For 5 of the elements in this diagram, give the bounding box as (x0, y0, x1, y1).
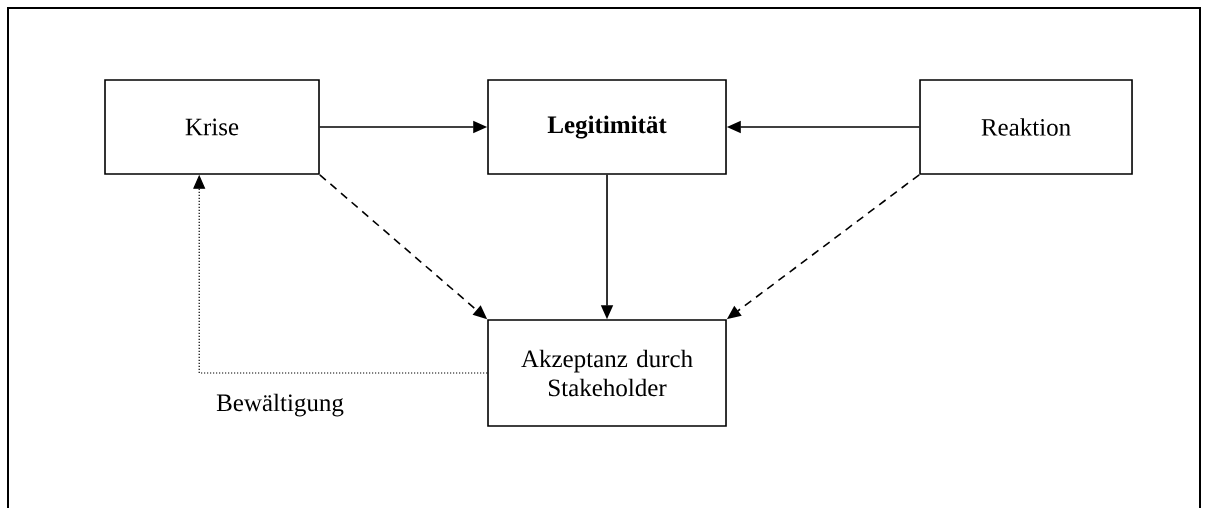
process-box: Krise (104, 79, 320, 175)
process-box: Akzeptanz durch Stakeholder (487, 319, 727, 427)
process-box: Legitimität (487, 79, 727, 175)
process-box: Reaktion (919, 79, 1133, 175)
edge-label: Bewältigung (214, 391, 346, 419)
